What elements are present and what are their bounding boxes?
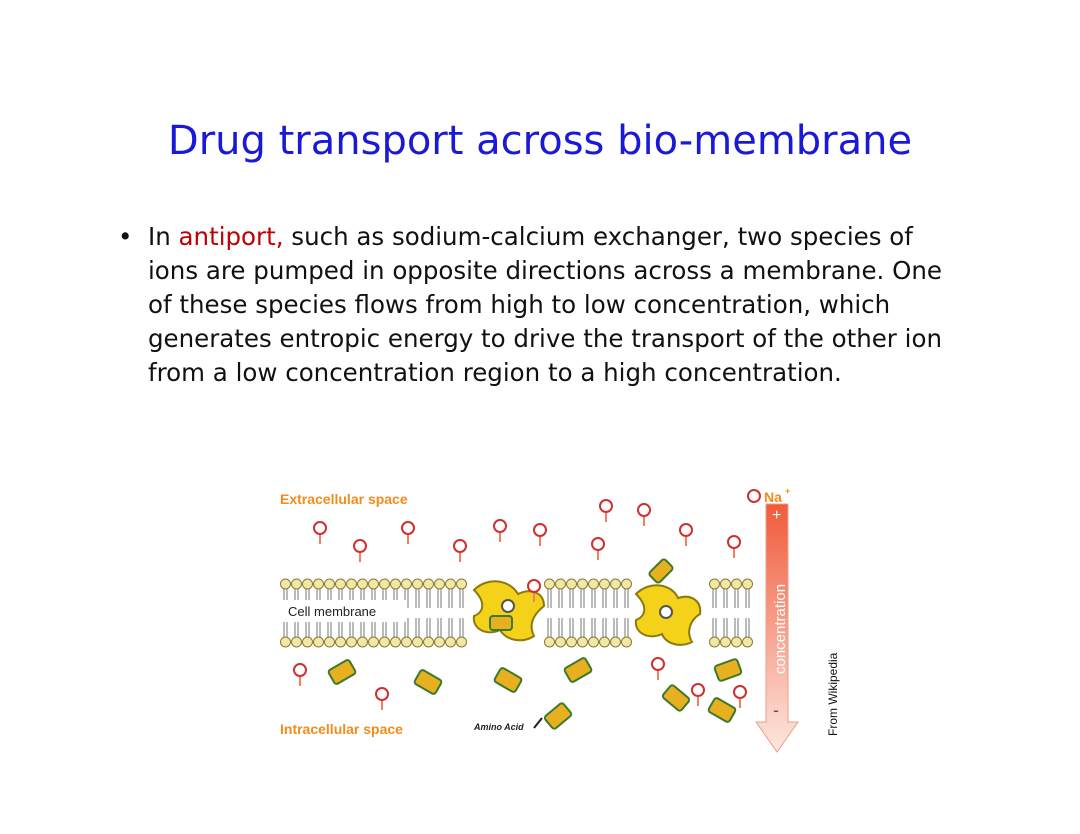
gradient-minus-sign: - <box>773 700 779 720</box>
sodium-ion <box>527 579 541 602</box>
sodium-ion <box>313 521 327 544</box>
ion-charge: + <box>785 486 790 496</box>
lipid <box>588 578 599 648</box>
sodium-ion <box>591 537 605 560</box>
amino-acid <box>327 659 357 685</box>
lipid <box>621 578 632 648</box>
transporter-protein-left <box>472 580 546 642</box>
sodium-ion <box>493 519 507 542</box>
sodium-ion <box>637 503 651 526</box>
sodium-ion <box>353 539 367 562</box>
antiport-diagram: + - concentration Extracellular space In… <box>280 486 799 753</box>
lipid <box>731 578 742 648</box>
sodium-ion <box>401 521 415 544</box>
gradient-plus-sign: + <box>772 507 781 524</box>
lipid <box>720 578 731 648</box>
lipid <box>709 578 720 648</box>
concentration-gradient-arrow <box>755 503 799 753</box>
sodium-ion <box>533 523 547 546</box>
sodium-ion <box>679 523 693 546</box>
bullet-text-after: such as sodium-calcium exchanger, two sp… <box>148 222 942 387</box>
bullet-marker: • <box>118 222 133 251</box>
membrane-layer <box>280 578 753 648</box>
particles-layer <box>293 499 747 730</box>
lipid <box>412 578 423 648</box>
membrane-label-bg <box>282 600 406 622</box>
lipid <box>357 578 368 648</box>
transporter-protein-right <box>634 558 702 646</box>
image-credit: From Wikipedia <box>826 652 840 736</box>
amino-acid <box>563 657 593 683</box>
amino-acid-pointer <box>533 717 543 729</box>
sodium-ion <box>293 663 307 686</box>
amino-acid <box>707 697 737 723</box>
amino-acid <box>713 658 743 682</box>
lipid <box>742 578 753 648</box>
ion-label: Na <box>764 489 782 505</box>
sodium-ion <box>733 685 747 708</box>
lipid <box>577 578 588 648</box>
lipid <box>555 578 566 648</box>
lipid <box>610 578 621 648</box>
amino-acid <box>413 669 443 695</box>
gradient-label: concentration <box>772 584 789 674</box>
sodium-ion <box>691 683 705 706</box>
lipid <box>291 578 302 648</box>
lipid <box>566 578 577 648</box>
bullet-list: • In antiport, such as sodium-calcium ex… <box>118 220 958 390</box>
ion-legend-icon <box>747 489 761 503</box>
amino-acid <box>543 702 573 730</box>
sodium-ion <box>375 687 389 710</box>
slide-title: Drug transport across bio-membrane <box>167 118 913 164</box>
lipid <box>456 578 467 648</box>
bullet-keyword: antiport, <box>178 222 284 251</box>
lipid <box>544 578 555 648</box>
amino-acid <box>493 667 523 693</box>
lipid <box>434 578 445 648</box>
bullet-text-before: In <box>148 222 179 251</box>
sodium-ion <box>453 539 467 562</box>
membrane-label: Cell membrane <box>288 604 376 619</box>
bullet-item: • In antiport, such as sodium-calcium ex… <box>118 220 958 390</box>
lipid <box>423 578 434 648</box>
sodium-ion <box>651 657 665 680</box>
lipid <box>302 578 313 648</box>
intracellular-label: Intracellular space <box>280 721 403 737</box>
lipid <box>401 578 412 648</box>
sodium-ion <box>727 535 741 558</box>
lipid <box>324 578 335 648</box>
lipid <box>445 578 456 648</box>
amino-acid <box>661 684 691 712</box>
extracellular-label: Extracellular space <box>280 491 408 507</box>
lipid <box>599 578 610 648</box>
sodium-ion <box>599 499 613 522</box>
amino-acid-label: Amino Acid <box>473 722 524 732</box>
